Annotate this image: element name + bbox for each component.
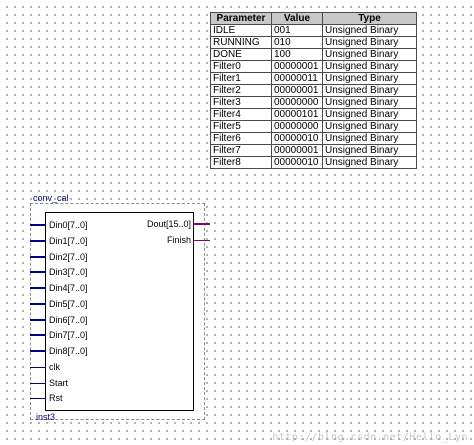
input-pin-line[interactable] — [30, 383, 46, 384]
input-pin-line[interactable] — [30, 367, 46, 368]
watermark: http://blog.csdn.net/Hello_Lyn — [272, 432, 468, 443]
input-pin-label: Din5[7..0] — [49, 299, 88, 309]
instance-name: inst3 — [36, 412, 56, 422]
input-pin-line[interactable] — [30, 398, 46, 399]
input-pin-label: clk — [49, 362, 60, 372]
output-pin-line[interactable] — [194, 240, 210, 241]
input-pin-line[interactable] — [30, 319, 46, 321]
output-pin-line[interactable] — [194, 223, 210, 225]
input-pin-line[interactable] — [30, 271, 46, 273]
type-cell: Unsigned Binary — [322, 156, 417, 169]
input-pin-line[interactable] — [30, 287, 46, 289]
input-pin-line[interactable] — [30, 224, 46, 226]
value-cell: 00000010 — [271, 156, 323, 169]
input-pin-label: Din7[7..0] — [49, 330, 88, 340]
input-pin-line[interactable] — [30, 256, 46, 258]
output-pin-label: Dout[15..0] — [146, 219, 191, 229]
input-pin-label: Din0[7..0] — [49, 220, 88, 230]
parameter-cell: Filter8 — [210, 156, 272, 169]
parameter-table-header: Parameter Value Type — [210, 12, 417, 25]
input-pin-label: Start — [49, 378, 69, 388]
input-pin-line[interactable] — [30, 350, 46, 352]
symbol-body[interactable] — [45, 212, 194, 411]
input-pin-label: Din6[7..0] — [49, 315, 88, 325]
input-pin-line[interactable] — [30, 240, 46, 242]
input-pin-line[interactable] — [30, 334, 46, 336]
symbol-name: conv_cal — [33, 193, 69, 203]
input-pin-label: Din1[7..0] — [49, 236, 88, 246]
header-type: Type — [322, 12, 417, 25]
output-pin-label: Finish — [166, 235, 191, 245]
input-pin-line[interactable] — [30, 303, 46, 305]
input-pin-label: Din3[7..0] — [49, 267, 88, 277]
input-pin-label: Rst — [49, 393, 63, 403]
input-pin-label: Din4[7..0] — [49, 283, 88, 293]
input-pin-label: Din2[7..0] — [49, 252, 88, 262]
input-pin-label: Din8[7..0] — [49, 346, 88, 356]
